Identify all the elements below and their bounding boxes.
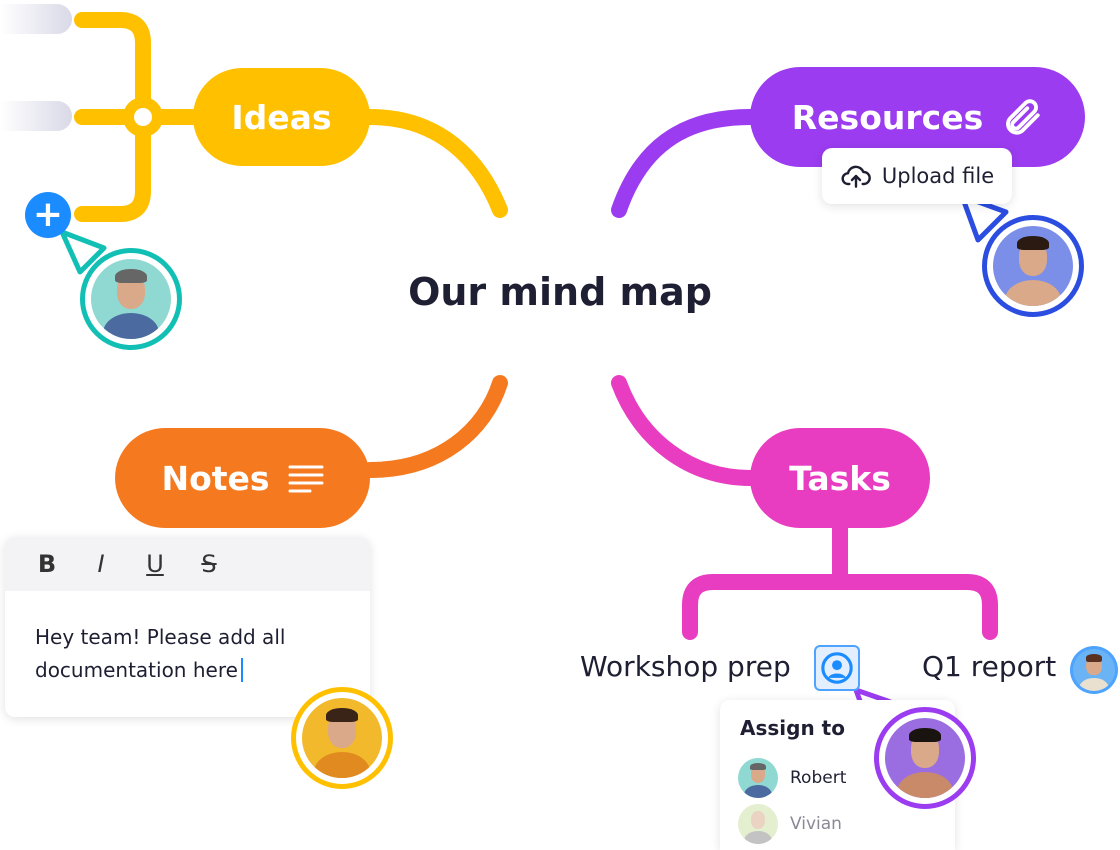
cloud-upload-icon [841, 165, 871, 188]
page-title: Our mind map [408, 270, 712, 314]
resources-label: Resources [791, 97, 984, 137]
strikethrough-button[interactable]: S [201, 550, 217, 578]
assignee-name: Robert [790, 768, 847, 788]
resources-node[interactable]: Resources [750, 67, 1085, 167]
ideas-label: Ideas [231, 97, 332, 137]
notes-text[interactable]: Hey team! Please add all documentation h… [5, 591, 370, 687]
notes-branch [362, 375, 508, 478]
ideas-node[interactable]: Ideas [193, 68, 370, 166]
teal-cursor-icon [59, 229, 107, 275]
lines-icon [288, 465, 324, 493]
blue-cursor-icon [959, 193, 1009, 243]
format-toolbar: B I U S [5, 537, 370, 591]
notes-text-line: documentation here [35, 658, 238, 682]
assignee-option[interactable]: Robert [738, 758, 846, 798]
add-node-button[interactable]: + [25, 192, 71, 238]
paperclip-icon [1006, 99, 1040, 135]
notes-editor[interactable]: B I U S Hey team! Please add all documen… [5, 537, 370, 717]
underline-button[interactable]: U [146, 550, 164, 578]
notes-text-line: Hey team! Please add all [35, 625, 286, 649]
bold-button[interactable]: B [37, 550, 57, 578]
notes-label: Notes [161, 458, 270, 498]
faded-node [0, 101, 72, 131]
task-workshop-prep[interactable]: Workshop prep [580, 650, 791, 683]
assign-title: Assign to [740, 716, 845, 740]
italic-button[interactable]: I [97, 550, 105, 578]
avatar [982, 215, 1084, 317]
task-q1-report[interactable]: Q1 report [922, 650, 1057, 683]
text-caret: ​ [240, 658, 243, 682]
tasks-subtree [682, 520, 998, 640]
notes-node[interactable]: Notes [115, 428, 370, 528]
tasks-node[interactable]: Tasks [750, 428, 930, 528]
faded-node [0, 4, 72, 34]
assign-button[interactable] [814, 645, 860, 691]
ideas-branch [362, 109, 508, 218]
avatar [874, 707, 976, 809]
avatar [291, 687, 393, 789]
resources-branch [611, 109, 758, 218]
plus-icon: + [32, 194, 64, 235]
avatar [1070, 646, 1118, 694]
tasks-label: Tasks [789, 458, 891, 498]
person-icon [821, 652, 853, 684]
assignee-option[interactable]: Vivian [738, 804, 842, 844]
avatar [80, 248, 182, 350]
upload-file-button[interactable]: Upload file [822, 148, 1012, 204]
upload-label: Upload file [881, 164, 995, 188]
assignee-name: Vivian [790, 814, 842, 834]
tasks-branch [611, 375, 758, 486]
